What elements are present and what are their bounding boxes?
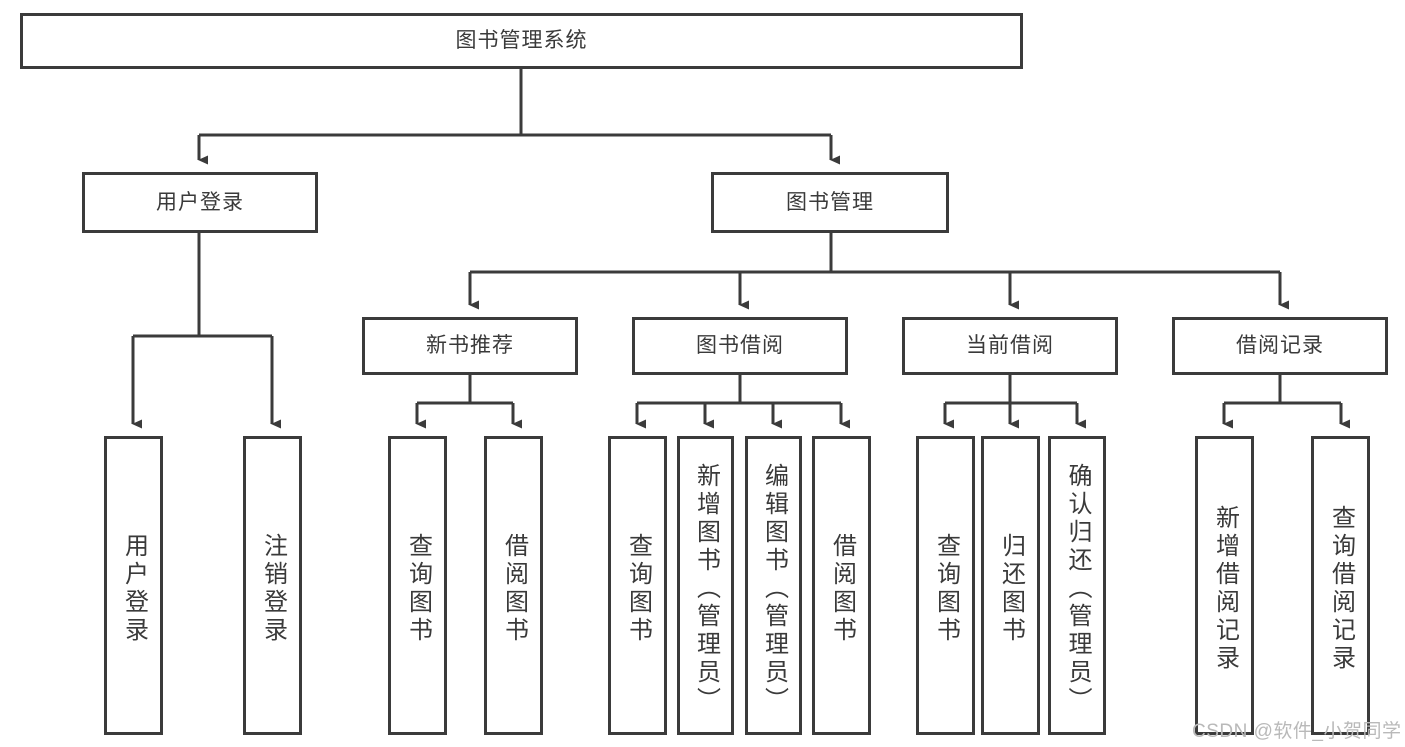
leaf-return-book-label: 归还图书 <box>997 532 1025 645</box>
node-borrow-record-label: 借阅记录 <box>1236 334 1324 358</box>
leaf-confirm-return[interactable]: 确认归还（管理员） <box>1048 436 1106 735</box>
leaf-return-book[interactable]: 归还图书 <box>981 436 1040 735</box>
node-user-login-label: 用户登录 <box>156 190 244 214</box>
leaf-add-book[interactable]: 新增图书（管理员） <box>677 436 734 735</box>
node-root-label: 图书管理系统 <box>455 29 588 53</box>
leaf-user-login[interactable]: 用户登录 <box>104 436 163 735</box>
node-current-borrow[interactable]: 当前借阅 <box>902 317 1118 375</box>
node-current-borrow-label: 当前借阅 <box>966 334 1054 358</box>
node-new-book-rec-label: 新书推荐 <box>426 334 514 358</box>
leaf-borrow-book-2-label: 借阅图书 <box>828 532 856 645</box>
node-borrow-record[interactable]: 借阅记录 <box>1172 317 1388 375</box>
leaf-query-record[interactable]: 查询借阅记录 <box>1311 436 1370 735</box>
leaf-edit-book-label: 编辑图书（管理员） <box>760 462 788 715</box>
node-new-book-rec[interactable]: 新书推荐 <box>362 317 578 375</box>
leaf-query-record-label: 查询借阅记录 <box>1327 504 1355 673</box>
leaf-query-book-3[interactable]: 查询图书 <box>916 436 975 735</box>
leaf-query-book-1[interactable]: 查询图书 <box>388 436 447 735</box>
node-root[interactable]: 图书管理系统 <box>20 13 1023 69</box>
csdn-watermark: CSDN @软件_小贺同学 <box>1192 721 1402 742</box>
leaf-borrow-book-1-label: 借阅图书 <box>500 532 528 645</box>
leaf-logout-label: 注销登录 <box>259 532 287 645</box>
leaf-borrow-book-1[interactable]: 借阅图书 <box>484 436 543 735</box>
leaf-query-book-2[interactable]: 查询图书 <box>608 436 667 735</box>
leaf-query-book-3-label: 查询图书 <box>932 532 960 645</box>
leaf-add-book-label: 新增图书（管理员） <box>692 462 720 715</box>
node-book-manage[interactable]: 图书管理 <box>711 172 949 233</box>
leaf-add-record[interactable]: 新增借阅记录 <box>1195 436 1254 735</box>
leaf-confirm-return-label: 确认归还（管理员） <box>1064 462 1091 715</box>
leaf-logout[interactable]: 注销登录 <box>243 436 302 735</box>
leaf-query-book-2-label: 查询图书 <box>624 532 652 645</box>
leaf-edit-book[interactable]: 编辑图书（管理员） <box>745 436 802 735</box>
node-user-login[interactable]: 用户登录 <box>82 172 318 233</box>
node-book-borrow[interactable]: 图书借阅 <box>632 317 848 375</box>
leaf-add-record-label: 新增借阅记录 <box>1211 504 1239 673</box>
node-book-borrow-label: 图书借阅 <box>696 334 784 358</box>
leaf-user-login-label: 用户登录 <box>120 532 148 645</box>
node-book-manage-label: 图书管理 <box>786 190 874 214</box>
leaf-query-book-1-label: 查询图书 <box>404 532 432 645</box>
leaf-borrow-book-2[interactable]: 借阅图书 <box>812 436 871 735</box>
